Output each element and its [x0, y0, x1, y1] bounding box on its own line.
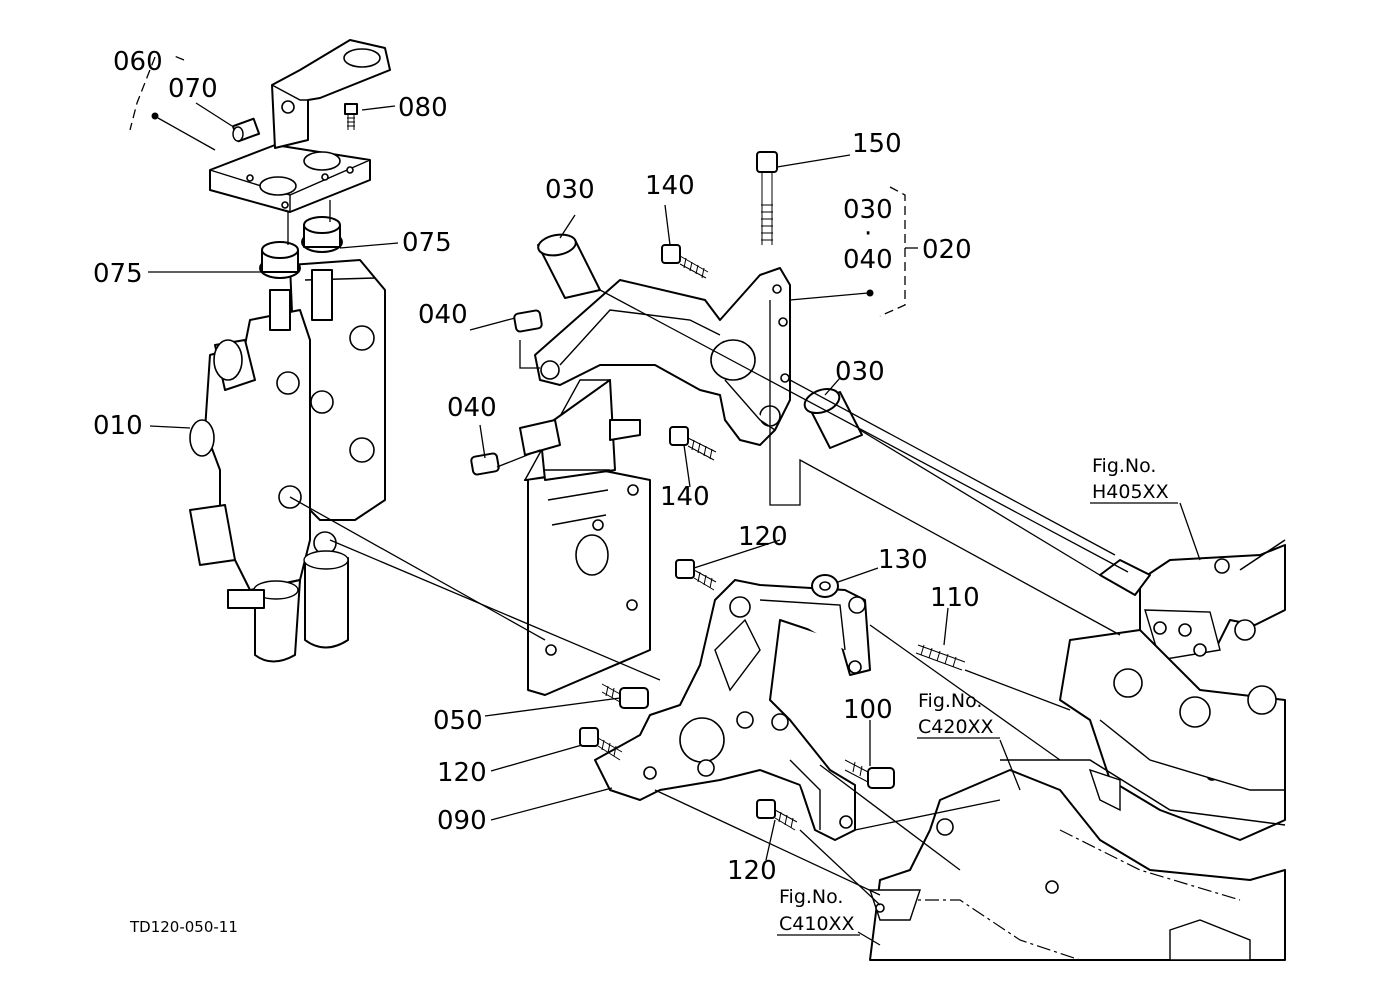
label-group-030: 030 — [843, 195, 893, 225]
label-070: 070 — [168, 74, 218, 104]
bracket-050 — [519, 379, 651, 696]
label-110: 110 — [930, 583, 980, 613]
fig-ref-c420-line1: Fig.No. — [918, 690, 982, 712]
label-150: 150 — [852, 129, 902, 159]
fasteners — [470, 151, 966, 831]
bracket-090 — [594, 579, 871, 841]
label-120-left: 120 — [437, 758, 487, 788]
control-valve-010 — [189, 216, 386, 663]
label-080: 080 — [398, 93, 448, 123]
label-group-bullet: · — [864, 219, 872, 249]
fig-ref-c420-line2: C420XX — [918, 716, 994, 738]
label-group-040: 040 — [843, 245, 893, 275]
label-060: 060 — [113, 47, 163, 77]
label-030-top: 030 — [545, 175, 595, 205]
label-050: 050 — [433, 706, 483, 736]
part-labels: 060 070 080 075 075 010 030 140 150 030 … — [93, 47, 980, 886]
label-120-top: 120 — [738, 522, 788, 552]
fig-ref-c410-line2: C410XX — [779, 913, 855, 935]
leader-lines — [129, 54, 1201, 946]
label-090: 090 — [437, 806, 487, 836]
label-120-bottom: 120 — [727, 856, 777, 886]
label-075-left: 075 — [93, 259, 143, 289]
fig-ref-h405-line2: H405XX — [1092, 481, 1169, 503]
label-130: 130 — [878, 545, 928, 575]
label-100: 100 — [843, 695, 893, 725]
label-075-right: 075 — [402, 228, 452, 258]
drawing-code: TD120-050-11 — [129, 918, 238, 936]
label-040-lower: 040 — [447, 393, 497, 423]
label-140-top: 140 — [645, 171, 695, 201]
label-040-upper: 040 — [418, 300, 468, 330]
fig-ref-c410-line1: Fig.No. — [779, 886, 843, 908]
label-140-bottom: 140 — [660, 482, 710, 512]
label-010: 010 — [93, 411, 143, 441]
fig-ref-h405-line1: Fig.No. — [1092, 455, 1156, 477]
link-arm-020 — [534, 267, 791, 446]
figure-references: Fig.No. H405XX Fig.No. C420XX Fig.No. C4… — [779, 455, 1169, 935]
background-housing — [869, 539, 1286, 961]
label-030-right: 030 — [835, 357, 885, 387]
label-020: 020 — [922, 235, 972, 265]
top-plate-060 — [209, 39, 391, 213]
